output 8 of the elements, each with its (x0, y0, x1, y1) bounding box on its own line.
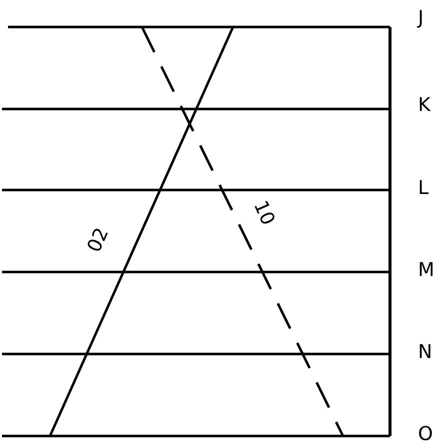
row-label: O (418, 424, 433, 444)
row-label: M (418, 260, 434, 280)
row-label: J (418, 8, 424, 28)
row-label: K (418, 95, 430, 115)
row-label: L (418, 178, 429, 198)
line-label: 02 (84, 224, 112, 256)
line-label: 10 (250, 198, 278, 228)
row-label: N (418, 342, 432, 362)
